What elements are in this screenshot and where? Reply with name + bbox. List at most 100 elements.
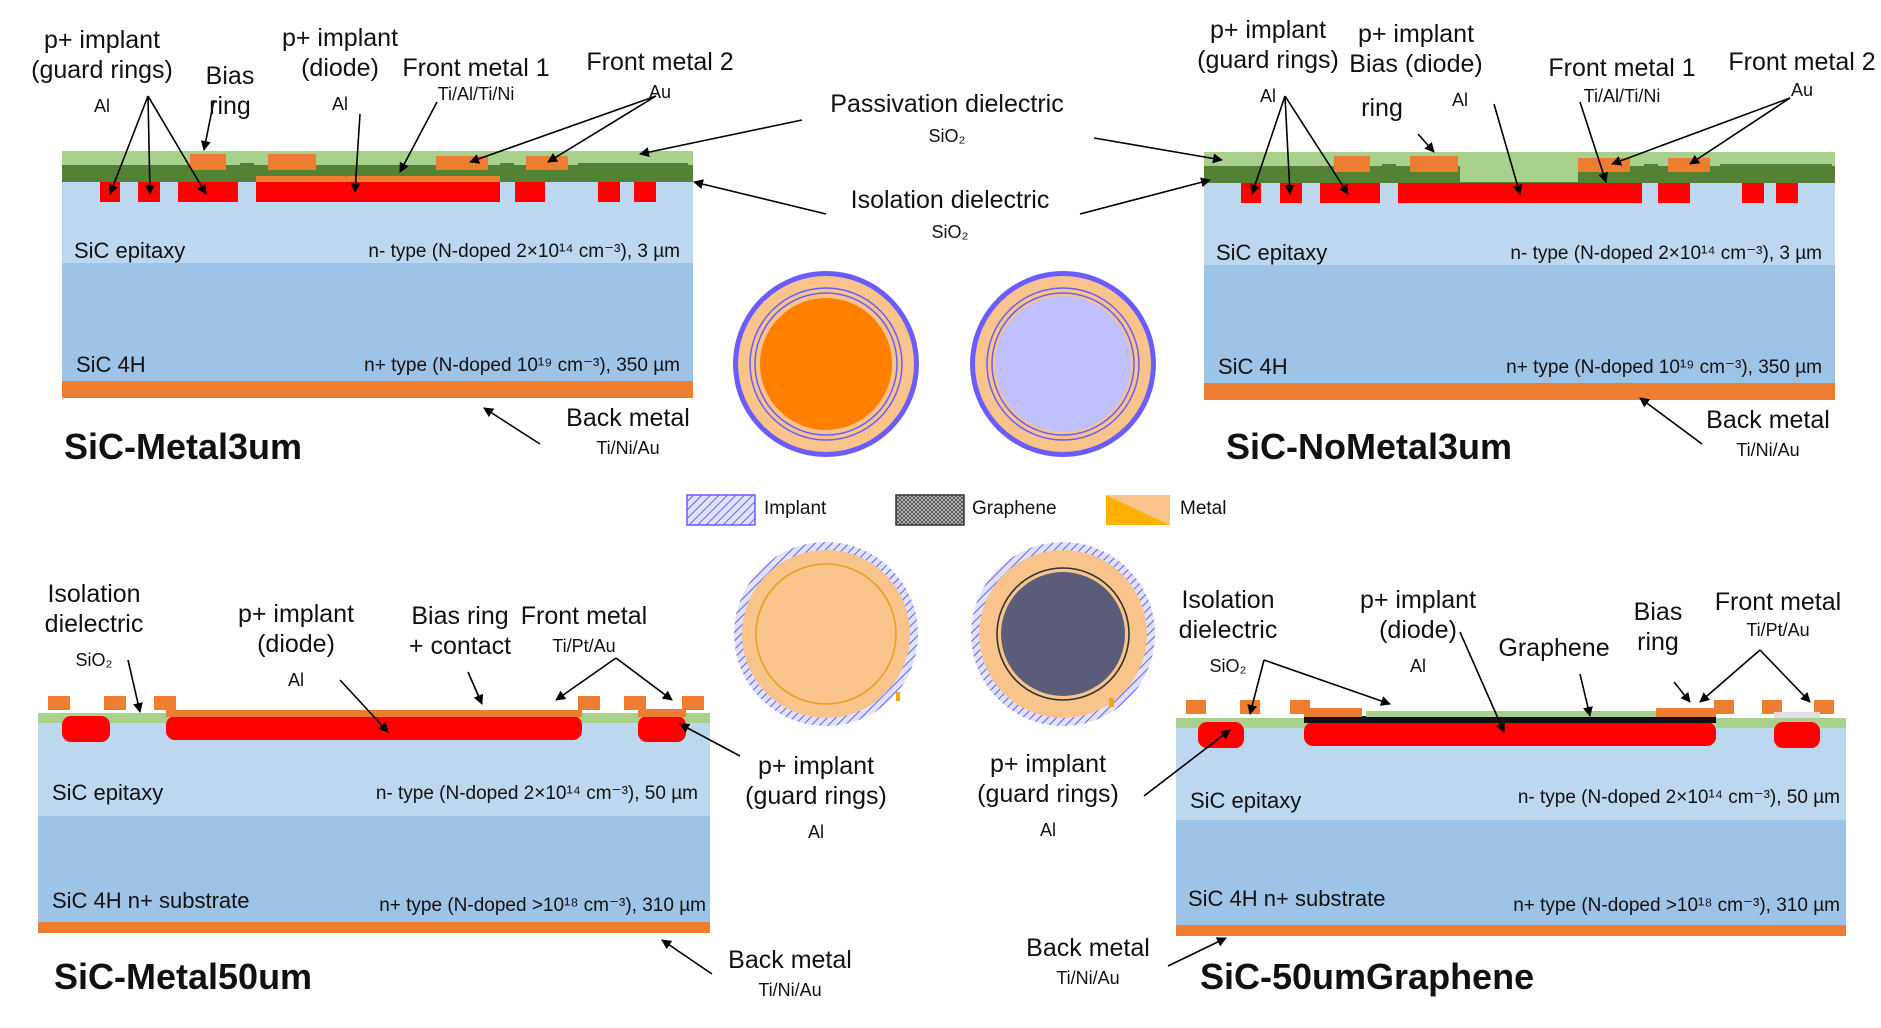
isolation-via xyxy=(240,163,254,181)
label-front-metal-2: Front metal 2 xyxy=(586,48,734,76)
legend-metal-swatch xyxy=(1106,495,1170,525)
front-metal-2 xyxy=(1410,156,1458,172)
front-metal xyxy=(154,696,176,710)
label-diode: p+ implant (diode) xyxy=(281,24,399,82)
front-metal-2 xyxy=(526,156,568,170)
front-metal-1 xyxy=(256,176,500,182)
front-metal xyxy=(1814,700,1834,714)
arrow-diode xyxy=(350,113,361,193)
legend-metal-label: Metal xyxy=(1180,498,1227,519)
label-back-metal: Back metal xyxy=(728,946,852,974)
graphene-layer xyxy=(1304,716,1716,723)
epitaxy-name: SiC epitaxy xyxy=(1190,788,1302,813)
back-metal-layer xyxy=(38,922,710,933)
guard-ring-implant xyxy=(1774,722,1820,748)
label-front-metal-1: Front metal 1 xyxy=(402,54,550,82)
isolation-via xyxy=(578,163,688,181)
label-diode-material: Al xyxy=(1451,90,1469,110)
arrow-front-metal-2 xyxy=(1611,97,1791,166)
arrow-front-metal xyxy=(555,657,617,701)
disk-nometal3um xyxy=(970,271,1156,457)
isolation-via xyxy=(1382,164,1396,182)
arrow-passivation-left xyxy=(639,119,803,158)
panel-title: SiC-NoMetal3um xyxy=(1226,426,1513,467)
arrow-diode xyxy=(1459,631,1505,733)
bias-ring-metal xyxy=(1304,708,1362,717)
label-front-metal-1: Front metal 1 xyxy=(1548,54,1696,82)
label-guard-rings: p+ implant (guard rings) xyxy=(745,752,887,810)
arrow-back-metal xyxy=(483,407,541,445)
legend xyxy=(686,494,1170,526)
arrow-front-metal xyxy=(1759,649,1811,703)
label-back-metal-material: Ti/Ni/Au xyxy=(596,438,660,458)
label-guard-rings-material: Al xyxy=(93,96,111,116)
arrow-front-metal xyxy=(615,657,673,701)
center-dielectric-arrows xyxy=(639,119,1223,215)
arrow-back-metal xyxy=(1167,937,1227,967)
disk-metal3um xyxy=(733,271,919,457)
legend-graphene-label: Graphene xyxy=(972,498,1057,519)
guard-ring-implant xyxy=(138,182,160,202)
guard-ring-implant xyxy=(1280,183,1302,203)
guard-ring-implant xyxy=(1742,183,1764,203)
front-metal xyxy=(1762,700,1782,714)
legend-implant-swatch xyxy=(686,494,756,526)
label-bias-ring: ring xyxy=(1361,94,1403,122)
label-isolation-material: SiO₂ xyxy=(75,650,113,670)
guard-ring-implant xyxy=(1776,183,1798,203)
front-metal xyxy=(1290,700,1310,714)
diode-implant xyxy=(256,182,500,202)
label-front-metal-material: Ti/Pt/Au xyxy=(552,636,616,656)
guard-ring-top xyxy=(1774,712,1820,718)
label-front-metal: Front metal xyxy=(1714,588,1842,616)
epitaxy-spec: n- type (N-doped 2×10¹⁴ cm⁻³), 50 µm xyxy=(1517,787,1840,808)
substrate-layer xyxy=(62,263,693,381)
legend-graphene-swatch xyxy=(895,494,965,526)
arrow-front-metal-1 xyxy=(399,101,438,173)
epitaxy-spec: n- type (N-doped 2×10¹⁴ cm⁻³), 3 µm xyxy=(1510,243,1822,264)
label-back-metal-material: Ti/Ni/Au xyxy=(1736,440,1800,460)
arrow-diode xyxy=(339,679,389,733)
label-isolation-dielectric: Isolation dielectric xyxy=(850,186,1050,214)
arrow-back-metal xyxy=(1639,397,1703,445)
legend-implant-label: Implant xyxy=(764,498,827,519)
panel-sic-nometal3um xyxy=(1204,95,1835,445)
front-metal xyxy=(638,709,686,717)
arrow-guard-ring xyxy=(1143,729,1231,797)
back-metal-layer xyxy=(62,381,693,398)
panel-title: SiC-Metal3um xyxy=(64,426,303,467)
front-metal xyxy=(682,696,704,710)
label-back-metal-material: Ti/Ni/Au xyxy=(1056,968,1120,988)
front-metal xyxy=(48,696,70,710)
diode-implant xyxy=(1304,722,1716,746)
label-guard-rings-material: Al xyxy=(1039,820,1057,840)
arrow-back-metal xyxy=(661,939,713,975)
graphene-top-dielectric xyxy=(1366,711,1656,717)
substrate-name: SiC 4H xyxy=(76,352,146,377)
arrow-guard-ring xyxy=(144,95,155,195)
arrow-isolation xyxy=(1247,659,1265,715)
label-isolation-dielectric: Isolation dielectric xyxy=(44,580,144,638)
pad-marker xyxy=(896,692,900,701)
arrow-front-metal-2 xyxy=(547,95,657,163)
passivation-bump xyxy=(488,153,524,165)
isolation-via xyxy=(1644,164,1658,182)
guard-ring-implant xyxy=(634,182,656,202)
label-front-metal-1-material: Ti/Al/Ti/Ni xyxy=(1583,86,1661,106)
panel-title: SiC-50umGraphene xyxy=(1200,956,1535,997)
passivation-bump xyxy=(228,151,268,163)
back-metal-layer xyxy=(1176,925,1846,936)
front-metal xyxy=(578,696,600,710)
label-diode: p+ implant Bias (diode) xyxy=(1349,20,1483,78)
label-back-metal: Back metal xyxy=(1706,406,1830,434)
panel-sic-metal50um xyxy=(38,657,741,975)
front-metal xyxy=(166,710,582,717)
front-metal-2 xyxy=(1668,158,1710,172)
label-diode: p+ implant (diode) xyxy=(1359,586,1477,644)
label-passivation-dielectric: Passivation dielectric xyxy=(830,90,1064,118)
guard-ring-implant xyxy=(62,716,110,742)
arrow-bias-ring xyxy=(200,99,215,151)
guard-ring-implant xyxy=(598,182,620,202)
label-guard-rings: p+ implant (guard rings) xyxy=(977,750,1119,808)
